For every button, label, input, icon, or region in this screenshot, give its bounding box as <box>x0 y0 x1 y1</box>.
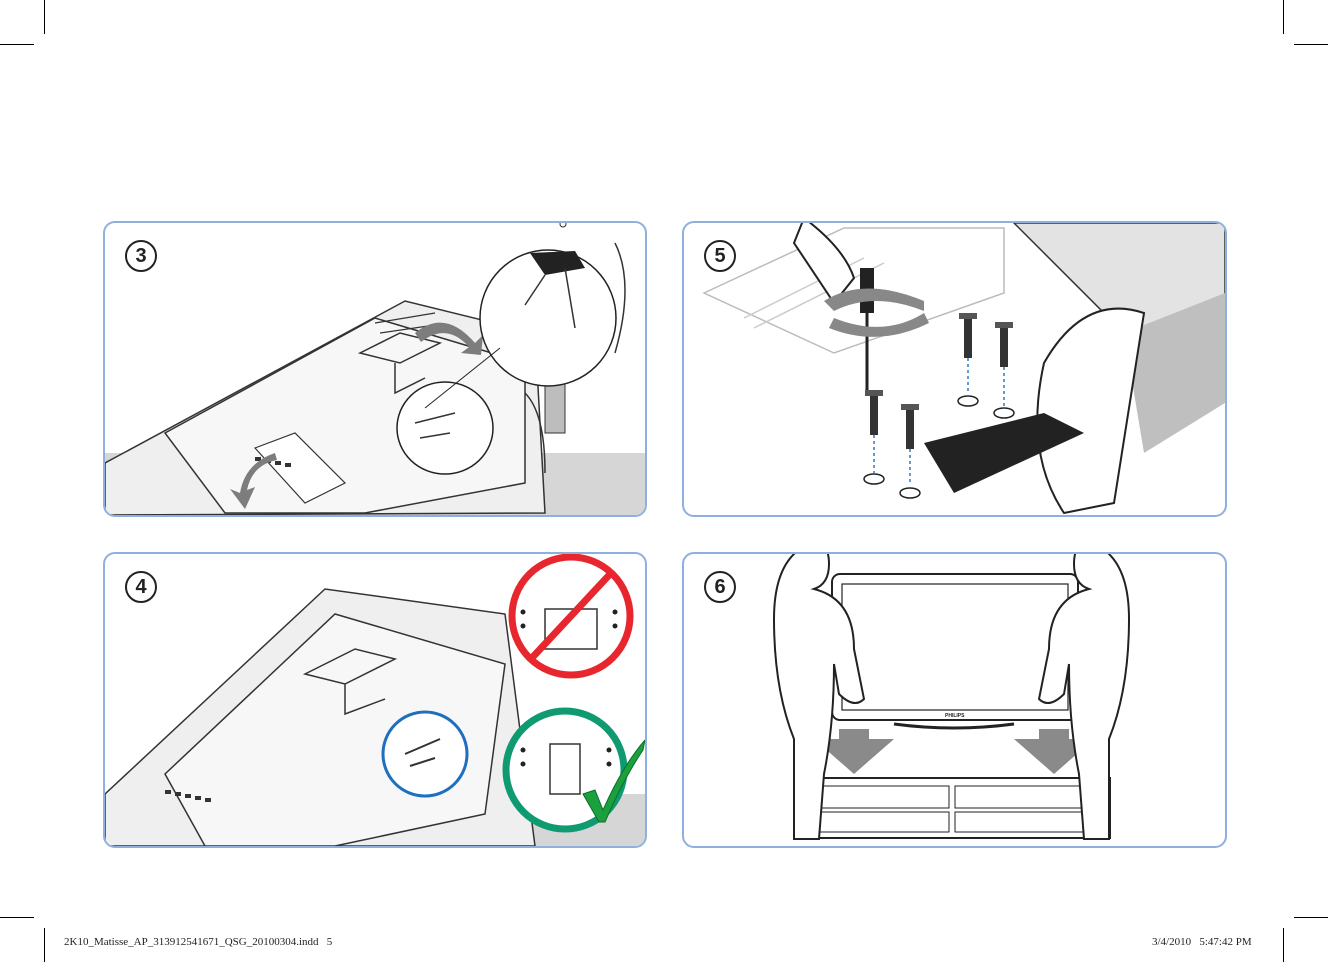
crop-mark <box>0 44 34 45</box>
person-left <box>772 554 866 840</box>
prohibited-sign-icon <box>508 554 634 679</box>
person-right <box>1037 554 1131 840</box>
slug-timestamp: 3/4/2010 5:47:42 PM <box>1152 936 1252 948</box>
step-3-panel: 3 <box>103 221 647 517</box>
step-3-illustration <box>105 223 645 515</box>
rotate-arrow-icon <box>230 453 277 509</box>
crop-mark <box>1283 0 1284 34</box>
step-4-illustration <box>105 554 645 846</box>
screwdriver <box>792 223 874 393</box>
crop-mark <box>1294 44 1328 45</box>
tv-cabinet <box>793 777 1111 839</box>
down-arrow-icon <box>814 729 894 774</box>
rotate-arrow-icon <box>415 322 483 355</box>
crop-mark <box>1294 917 1328 918</box>
screw <box>865 390 883 435</box>
slug-file-name: 2K10_Matisse_AP_313912541671_QSG_2010030… <box>64 936 333 948</box>
step-6-panel: PHILIPS 6 <box>682 552 1227 848</box>
brand-logo: PHILIPS <box>945 713 965 719</box>
highlight-circle <box>381 710 469 798</box>
screw <box>901 404 919 449</box>
crop-mark <box>0 917 34 918</box>
crop-mark <box>44 0 45 34</box>
screw <box>995 322 1013 367</box>
screw <box>959 313 977 358</box>
step-6-illustration <box>772 554 1131 840</box>
step-number: 5 <box>704 240 736 272</box>
step-5-illustration <box>702 223 1225 515</box>
crop-mark <box>44 928 45 962</box>
step-number: 6 <box>704 571 736 603</box>
button-row <box>165 790 211 802</box>
crop-mark <box>1283 928 1284 962</box>
tv-set <box>831 573 1079 730</box>
step-number: 3 <box>125 240 157 272</box>
rotate-arrow-icon <box>824 288 929 337</box>
step-number: 4 <box>125 571 157 603</box>
checkmark-icon <box>582 739 645 823</box>
step-5-panel: 5 <box>682 221 1227 517</box>
step-4-panel: 4 <box>103 552 647 848</box>
